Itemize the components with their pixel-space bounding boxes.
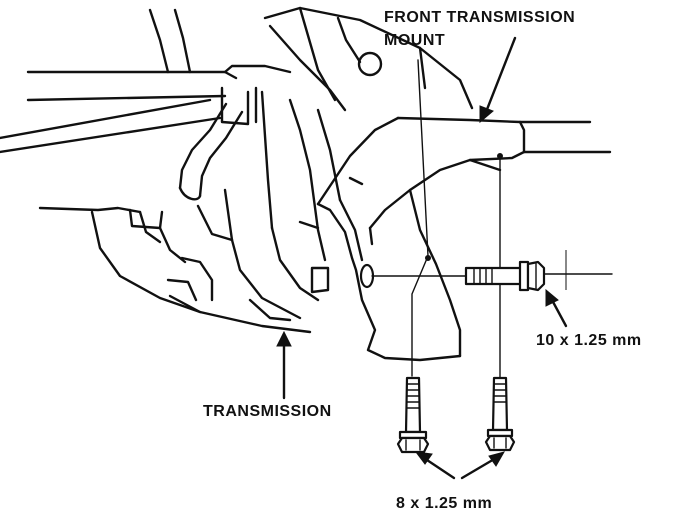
label-transmission: TRANSMISSION <box>203 403 332 420</box>
coolant-hose <box>178 86 258 201</box>
frame-rails <box>0 8 292 154</box>
label-bolt-10mm: 10 x 1.25 mm <box>536 332 642 349</box>
label-bolts-8mm: 8 x 1.25 mm <box>396 495 493 512</box>
arrow-front-mount <box>479 36 517 124</box>
label-front-transmission-mount-line2: MOUNT <box>384 32 446 49</box>
label-front-transmission-mount-line1: FRONT TRANSMISSION <box>384 9 576 26</box>
front-transmission-mount <box>316 116 612 362</box>
bolt-10mm <box>464 260 546 292</box>
engine-block <box>260 6 474 262</box>
arrow-transmission <box>276 330 292 400</box>
transmission-housing <box>38 188 330 334</box>
bolt-8mm-right <box>484 376 516 452</box>
arrow-bolt-10mm <box>545 288 568 328</box>
arrow-bolts-8mm <box>414 451 506 480</box>
bolt-8mm-left <box>396 376 430 454</box>
